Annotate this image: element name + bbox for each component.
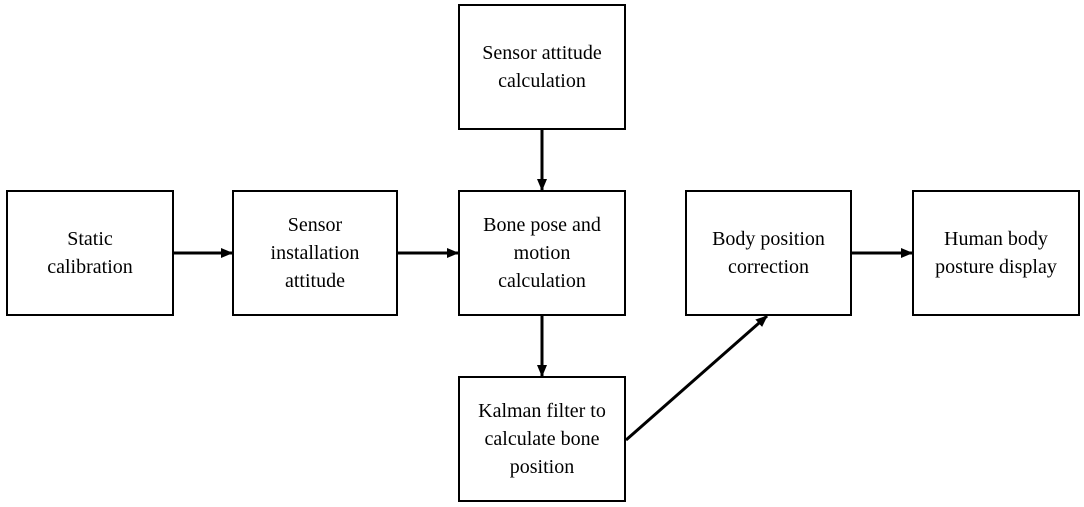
node-human-body-posture-display-label: Human body posture display (935, 228, 1057, 278)
node-sensor-attitude-calculation-label: Sensor attitude calculation (482, 42, 602, 92)
node-kalman-filter-bone-position-label: Kalman filter to calculate bone position (478, 400, 606, 478)
node-body-position-correction-label: Body position correction (712, 228, 825, 278)
node-kalman-filter-bone-position: Kalman filter to calculate bone position (458, 376, 626, 502)
node-sensor-attitude-calculation: Sensor attitude calculation (458, 4, 626, 130)
node-human-body-posture-display: Human body posture display (912, 190, 1080, 316)
node-static-calibration: Static calibration (6, 190, 174, 316)
node-static-calibration-label: Static calibration (47, 228, 133, 278)
node-sensor-installation-attitude-label: Sensor installation attitude (270, 214, 360, 292)
node-bone-pose-motion-calculation-label: Bone pose and motion calculation (483, 214, 601, 292)
node-sensor-installation-attitude: Sensor installation attitude (232, 190, 398, 316)
node-bone-pose-motion-calculation: Bone pose and motion calculation (458, 190, 626, 316)
node-body-position-correction: Body position correction (685, 190, 852, 316)
arrow-kalman-to-correction (625, 314, 768, 442)
